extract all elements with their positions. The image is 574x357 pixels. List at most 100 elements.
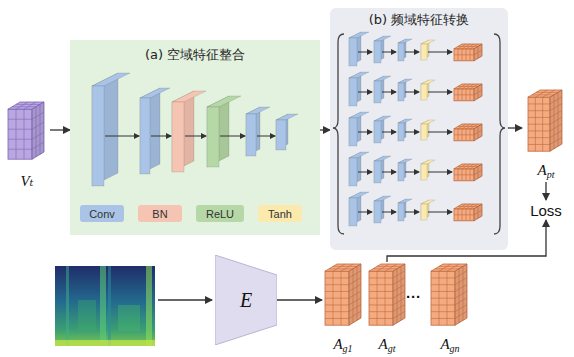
connector xyxy=(508,127,522,128)
layer-block xyxy=(172,91,206,172)
flow-arrow xyxy=(358,52,372,53)
legend-swatch: Conv xyxy=(80,205,124,222)
layer-block xyxy=(246,107,270,156)
tensor-cube xyxy=(454,44,482,61)
legend-swatch: Tanh xyxy=(258,205,302,222)
input-volume: Vₜ xyxy=(4,96,50,192)
tensor-cube xyxy=(454,204,482,221)
node-illustration xyxy=(330,8,508,250)
tensor-label: Agn xyxy=(440,336,459,354)
subscript: g1 xyxy=(343,343,353,354)
layer-block xyxy=(398,39,412,61)
layer-block xyxy=(374,76,391,103)
flow-arrow xyxy=(257,136,275,137)
spectrogram xyxy=(55,266,155,346)
flow-arrow xyxy=(405,132,419,133)
legend-text: Conv xyxy=(89,208,115,220)
spatial-panel: (a) 空域特征整合 Conv BN ReLU Tanh xyxy=(70,40,320,235)
subscript: pt xyxy=(547,169,555,180)
layer-block xyxy=(349,152,369,186)
ellipsis-label: ··· xyxy=(406,288,421,305)
tensor-label: Apt xyxy=(538,162,555,180)
layer-block xyxy=(398,79,412,101)
legend-text: Tanh xyxy=(268,208,292,220)
flow-arrow xyxy=(358,172,372,173)
subscript: gt xyxy=(388,343,396,354)
flow-arrow xyxy=(428,132,452,133)
flow-arrow xyxy=(428,212,452,213)
flow-arrow xyxy=(405,52,419,53)
flow-arrow xyxy=(428,92,452,93)
layer-block xyxy=(421,200,435,220)
panel-heading: (a) 空域特征整合 xyxy=(145,46,245,64)
layer-block xyxy=(349,192,369,226)
flow-arrow xyxy=(382,212,396,213)
tensor-label: Agt xyxy=(379,336,396,354)
flow-arrow xyxy=(358,132,372,133)
connector xyxy=(50,129,70,130)
flow-arrow xyxy=(185,136,206,137)
flow-arrow xyxy=(382,172,396,173)
connector xyxy=(320,129,330,130)
layer-block xyxy=(276,114,298,150)
loss-label: Loss xyxy=(524,200,568,220)
tensor-cube xyxy=(528,90,562,151)
flow-arrow xyxy=(158,299,212,300)
target-tensor: Agn xyxy=(428,262,472,356)
layer-block xyxy=(92,73,130,186)
layer-block xyxy=(398,119,412,141)
layer-block xyxy=(398,159,412,181)
flow-arrow xyxy=(358,92,372,93)
layer-block xyxy=(349,112,369,146)
tensor-cube xyxy=(8,102,44,159)
tensor-cube xyxy=(431,264,467,325)
node-illustration xyxy=(428,262,472,356)
legend-text: ReLU xyxy=(206,208,234,220)
tensor-cube xyxy=(454,124,482,141)
flow-arrow xyxy=(405,92,419,93)
layer-block xyxy=(207,96,241,167)
legend-swatch: BN xyxy=(138,205,182,222)
legend-swatch: ReLU xyxy=(196,205,244,222)
flow-arrow xyxy=(151,136,171,137)
target-tensor: Agt xyxy=(366,262,408,356)
layer-block xyxy=(421,80,435,100)
layer-block xyxy=(349,32,369,66)
encoder-label: E xyxy=(240,289,252,312)
tensor-label: Ag1 xyxy=(333,336,352,354)
tensor-cube xyxy=(454,164,482,181)
output-tensor: Apt xyxy=(522,86,570,182)
subscript: gn xyxy=(450,343,460,354)
flow-arrow xyxy=(358,212,372,213)
flow-arrow xyxy=(428,172,452,173)
panel-heading: (b) 频域特征转换 xyxy=(369,11,470,29)
flow-arrow xyxy=(428,52,452,53)
layer-block xyxy=(374,156,391,183)
flow-arrow xyxy=(220,136,245,137)
tensor-cube xyxy=(325,264,361,325)
flow-arrow xyxy=(405,172,419,173)
node-illustration xyxy=(322,262,364,356)
connector xyxy=(277,299,322,300)
flow-arrow xyxy=(382,132,396,133)
layer-block xyxy=(140,88,170,174)
tensor-cube xyxy=(369,264,405,325)
layer-block xyxy=(374,36,391,63)
loss-text: Loss xyxy=(530,202,562,219)
flow-arrow xyxy=(105,136,139,137)
brace xyxy=(494,34,505,234)
layer-block xyxy=(421,120,435,140)
encoder-block: E xyxy=(215,255,277,345)
flow-arrow xyxy=(405,212,419,213)
layer-block xyxy=(421,40,435,60)
layer-block xyxy=(374,116,391,143)
flow-arrow xyxy=(382,92,396,93)
brace xyxy=(333,34,344,234)
layer-block xyxy=(398,199,412,221)
layer-block xyxy=(349,72,369,106)
target-tensor: Ag1 xyxy=(322,262,364,356)
layer-block xyxy=(421,160,435,180)
layer-block xyxy=(374,196,391,223)
tensor-label: Vₜ xyxy=(21,172,34,190)
legend-text: BN xyxy=(152,208,167,220)
